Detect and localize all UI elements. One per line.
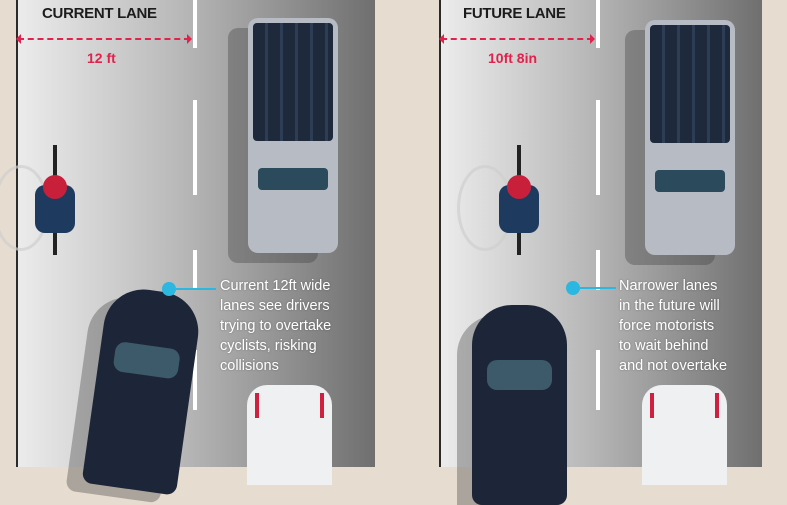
lane-divider xyxy=(596,250,600,290)
lane-divider xyxy=(193,250,197,290)
lane-divider xyxy=(193,0,197,48)
lane-divider xyxy=(193,100,197,195)
pickup-truck xyxy=(248,18,338,253)
callout-dot xyxy=(566,281,580,295)
white-car xyxy=(642,385,727,485)
lane-divider xyxy=(596,0,600,48)
road-edge xyxy=(439,0,441,467)
width-arrow xyxy=(439,34,595,44)
width-arrow xyxy=(16,34,192,44)
callout-dot xyxy=(162,282,176,296)
lane-divider xyxy=(596,350,600,410)
callout-line xyxy=(580,287,616,289)
lane-divider xyxy=(596,100,600,195)
lane-width-label: 12 ft xyxy=(87,50,116,66)
cyclist xyxy=(0,145,78,255)
cyclist xyxy=(457,145,542,255)
lane-width-label: 10ft 8in xyxy=(488,50,538,66)
pickup-truck xyxy=(645,20,735,255)
lane-title: CURRENT LANE xyxy=(42,5,157,22)
lane-title: FUTURE LANE xyxy=(463,5,566,22)
dark-car xyxy=(472,305,567,505)
lane-divider xyxy=(193,350,197,410)
callout-line xyxy=(176,288,216,290)
white-car xyxy=(247,385,332,485)
